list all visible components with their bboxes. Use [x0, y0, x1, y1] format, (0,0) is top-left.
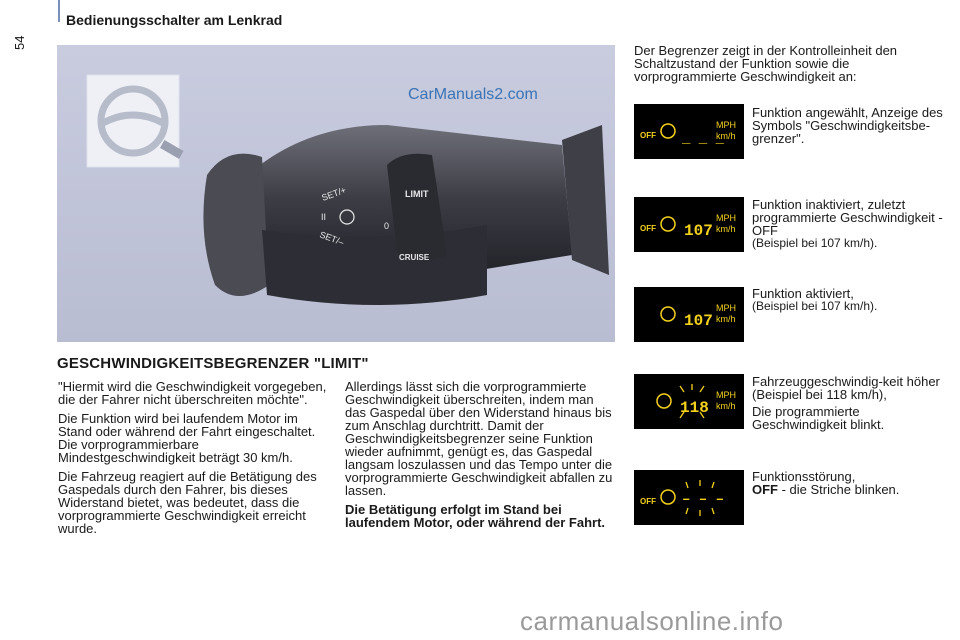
desc-selected: Funktion angewählt, Anzeige des Symbols … — [752, 106, 952, 149]
stalk-label-zero: 0 — [384, 221, 389, 231]
desc-text: Funktion angewählt, Anzeige des Symbols … — [752, 105, 943, 146]
speedometer-icon — [660, 123, 676, 139]
desc-exceeded: Fahrzeuggeschwindig-keit höher (Beispiel… — [752, 375, 952, 435]
desc-example: (Beispiel bei 107 km/h). — [752, 299, 878, 313]
lcd-display-active: 107 MPH km/h — [634, 287, 744, 342]
desc-text: Fahrzeuggeschwindig-keit höher — [752, 374, 940, 389]
lcd-digits: 107 — [684, 312, 713, 330]
lcd-digits: 107 — [684, 222, 713, 240]
speedometer-icon — [660, 306, 676, 322]
lcd-unit-mph: MPH — [716, 213, 736, 223]
speedometer-icon — [660, 216, 676, 232]
lcd-unit-mph: MPH — [716, 120, 736, 130]
lcd-unit-mph: MPH — [716, 390, 736, 400]
lcd-display-fault: OFF – – – — [634, 470, 744, 525]
desc-extra: Die programmierte Geschwindigkeit blinkt… — [752, 404, 885, 432]
paragraph: "Hiermit wird die Geschwindigkeit vorgeg… — [58, 379, 327, 407]
lcd-unit-kmh: km/h — [716, 401, 736, 411]
stalk-label-cruise: CRUISE — [399, 253, 430, 262]
lcd-display-inactive: OFF 107 MPH km/h — [634, 197, 744, 252]
lcd-digits: 118 — [680, 399, 709, 417]
desc-example: (Beispiel bei 107 km/h). — [752, 236, 878, 250]
paragraph: Die Fahrzeug reagiert auf die Betätigung… — [58, 469, 317, 536]
desc-fault: Funktionsstörung, OFF - die Striche blin… — [752, 470, 952, 496]
speedometer-icon — [339, 209, 355, 225]
header-accent-line — [58, 0, 60, 22]
lcd-digits: _ _ _ — [681, 131, 725, 147]
page-title: Bedienungsschalter am Lenkrad — [66, 12, 283, 28]
desc-inactive: Funktion inaktiviert, zuletzt programmie… — [752, 198, 952, 254]
blink-rays-icon — [685, 480, 715, 516]
right-intro: Der Begrenzer zeigt in der Kontrolleinhe… — [634, 43, 898, 84]
lcd-display-selected: OFF _ _ _ MPH km/h — [634, 104, 744, 159]
paragraph: Allerdings lässt sich die vorprogrammier… — [345, 379, 613, 498]
lcd-unit-kmh: km/h — [716, 131, 736, 141]
desc-text-post: - die Striche blinken. — [778, 482, 900, 497]
bold-note: Die Betätigung erfolgt im Stand bei lauf… — [345, 502, 606, 530]
desc-text: Funktionsstörung, — [752, 469, 856, 484]
desc-text: Funktion aktiviert, — [752, 286, 854, 301]
desc-off-bold: OFF — [752, 482, 778, 497]
lcd-digits: – – – — [682, 492, 724, 508]
stalk-label-limit: LIMIT — [405, 189, 429, 199]
stalk-label-pause: II — [321, 212, 326, 222]
stalk-illustration: SET/+ SET/– II LIMIT 0 CRUISE — [57, 45, 615, 342]
middle-column: Allerdings lässt sich die vorprogrammier… — [345, 380, 615, 535]
speedometer-icon — [660, 489, 676, 505]
lcd-off-label: OFF — [640, 131, 656, 140]
desc-active: Funktion aktiviert, (Beispiel bei 107 km… — [752, 287, 952, 317]
desc-example: (Beispiel bei 118 km/h), — [752, 387, 887, 402]
lcd-display-exceeded: 118 MPH km/h — [634, 374, 744, 429]
desc-text: Funktion inaktiviert, zuletzt programmie… — [752, 197, 943, 238]
lcd-off-label: OFF — [640, 224, 656, 233]
lcd-off-label: OFF — [640, 497, 656, 506]
lcd-unit-mph: MPH — [716, 303, 736, 313]
page-number: 54 — [12, 35, 27, 50]
photo-watermark: CarManuals2.com — [408, 86, 538, 103]
stalk-photo: SET/+ SET/– II LIMIT 0 CRUISE — [57, 45, 615, 342]
blink-rays-icon — [679, 384, 705, 419]
footer-watermark: carmanualsonline.info — [520, 606, 784, 636]
lcd-unit-kmh: km/h — [716, 314, 736, 324]
paragraph: Die Funktion wird bei laufendem Motor im… — [58, 411, 316, 465]
lcd-unit-kmh: km/h — [716, 224, 736, 234]
speedometer-icon — [656, 393, 672, 409]
left-column: "Hiermit wird die Geschwindigkeit vorgeg… — [58, 380, 328, 541]
section-title: GESCHWINDIGKEITSBEGRENZER "LIMIT" — [57, 355, 369, 372]
